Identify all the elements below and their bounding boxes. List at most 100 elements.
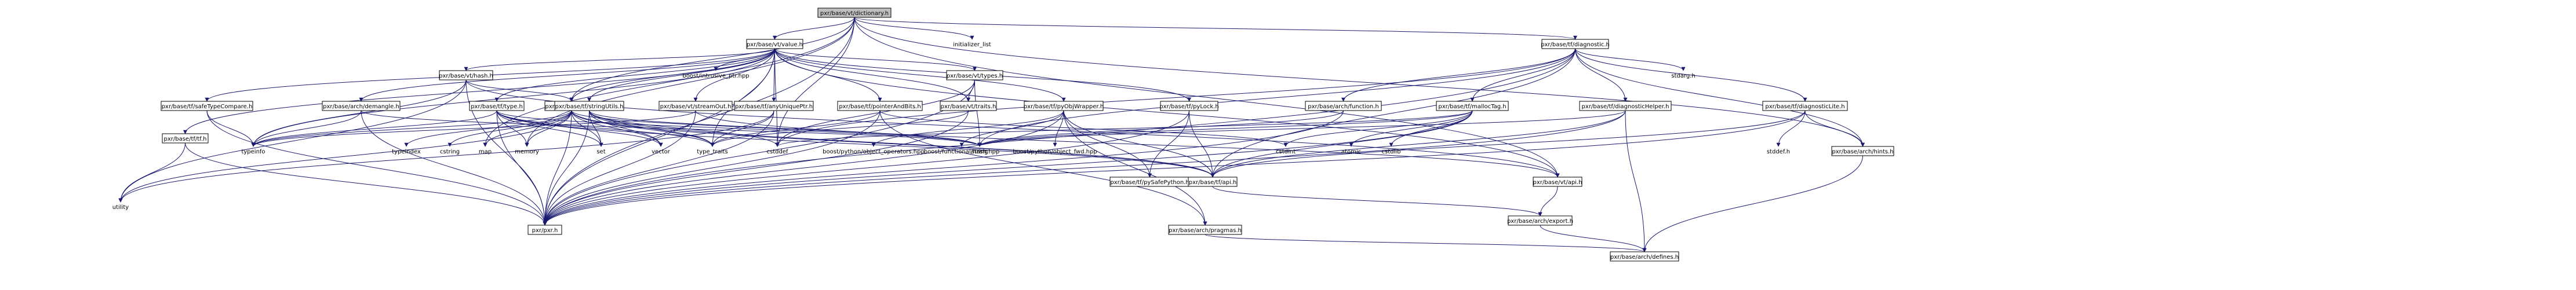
edge-tftype-to-typetraits [496, 110, 715, 147]
node-label-archpragmas: pxr/base/arch/pragmas.h [1169, 227, 1242, 234]
node-tfpysafe[interactable]: pxr/base/tf/pySafePython.h [1109, 177, 1190, 187]
edge-tfdiag-to-tfdiaghelper [1575, 48, 1628, 102]
node-label-tfdiag: pxr/base/tf/diagnostic.h [1541, 42, 1610, 48]
edge-tfstrutils-to-set [589, 110, 603, 147]
edge-vthash-to-utility [118, 79, 467, 203]
node-bpfwd: boost/python/object_fwd.hpp [1013, 149, 1097, 155]
node-box-pxr [527, 225, 562, 235]
node-tfdiaghelper[interactable]: pxr/base/tf/diagnosticHelper.h [1579, 101, 1672, 111]
edge-vtdictionary-to-vtvalue [773, 17, 855, 40]
node-tfstreamout[interactable]: pxr/base/vt/streamOut.h [658, 101, 733, 111]
node-label-vthash: pxr/base/vt/hash.h [439, 73, 493, 79]
edge-tftype-to-pxr [496, 110, 547, 226]
edge-tfptrbits-to-typetraits [710, 110, 881, 147]
node-label-tfstrutils: pxr/base/tf/stringUtils.h [555, 104, 624, 110]
node-label-stdarg: stdarg.h [1671, 73, 1695, 79]
node-tftf[interactable]: pxr/base/tf/tf.h [162, 133, 209, 144]
node-archdemangle[interactable]: pxr/base/arch/demangle.h [322, 101, 401, 111]
node-tfpyobj[interactable]: pxr/base/tf/pyObjWrapper.h [1024, 101, 1104, 111]
node-archhints[interactable]: pxr/base/arch/hints.h [1831, 146, 1894, 156]
node-label-bopops: boost/python/object_operators.hpp [823, 149, 925, 155]
node-tfstrutils[interactable]: pxr/base/tf/stringUtils.h [554, 101, 624, 111]
edge-tfpyobj-to-bopops [871, 110, 1064, 147]
edge-tfhash-to-cstring [447, 110, 572, 147]
node-map: map [479, 149, 492, 155]
edge-tfstrutils-to-string [589, 110, 982, 147]
node-safetype[interactable]: pxr/base/tf/safeTypeCompare.h [161, 101, 253, 111]
edge-tfstreamout-to-typeinfo [251, 110, 696, 147]
node-vtapi[interactable]: pxr/base/vt/api.h [1533, 177, 1582, 187]
edge-tfpyl-to-tfapi [1189, 110, 1215, 178]
edge-vtvalue-to-archdemangle [359, 48, 775, 102]
node-archfunction[interactable]: pxr/base/arch/function.h [1305, 101, 1382, 111]
edge-tfpyl-to-tfpysafe [1148, 110, 1189, 178]
node-archdefines[interactable]: pxr/base/arch/defines.h [1610, 251, 1679, 262]
node-label-atomic: atomic [1341, 149, 1361, 155]
node-tfdiag[interactable]: pxr/base/tf/diagnostic.h [1541, 39, 1610, 49]
edge-tfmalloctag-to-string [977, 110, 1473, 147]
node-label-typeinfo: typeinfo [241, 149, 265, 155]
node-label-archexport: pxr/base/arch/export.h [1507, 218, 1573, 225]
node-box-tfptrbits [837, 101, 923, 111]
edge-tfmalloctag-to-cstdint [1283, 110, 1473, 147]
node-bfhash: boost/functional/hash.hpp [924, 149, 999, 155]
edge-tfptrbits-to-archpragmas [879, 110, 1207, 226]
edge-tftf-to-pxr [185, 142, 547, 226]
node-box-tfpyl [1160, 101, 1218, 111]
edge-tfhash-to-typeindex [404, 110, 572, 147]
edge-tfdiaghelper-to-string [977, 110, 1626, 147]
node-box-vthash [439, 70, 493, 80]
node-set: set [596, 149, 605, 155]
node-utility: utility [112, 204, 129, 211]
node-box-archpragmas [1168, 225, 1242, 235]
edge-vtdictionary-to-archhints [854, 17, 1865, 147]
edge-tfdiaglite-to-tfapi [1210, 110, 1806, 178]
node-tfpyl[interactable]: pxr/base/tf/pyLock.h [1159, 101, 1219, 111]
edge-tfanyunique-to-utility [118, 110, 774, 203]
node-vthash[interactable]: pxr/base/vt/hash.h [439, 70, 493, 80]
edge-vttypes-to-string [974, 79, 982, 147]
node-cstring: cstring [440, 149, 460, 155]
node-vtdictionary[interactable]: pxr/base/vt/dictionary.h [817, 8, 892, 18]
edge-tftype-to-memory [496, 110, 529, 147]
node-archexport[interactable]: pxr/base/arch/export.h [1507, 215, 1573, 226]
edge-tfptrbits-to-cstdint [879, 110, 1288, 147]
edge-archhints-to-archdefines [1642, 155, 1863, 252]
edge-archfunction-to-string [977, 110, 1344, 147]
edge-archpragmas-to-archdefines [1205, 234, 1647, 252]
edge-tfhash-to-typeinfo [251, 110, 572, 147]
node-tfanyunique[interactable]: pxr/base/tf/anyUniquePtr.h [734, 101, 814, 111]
node-vtvalue[interactable]: pxr/base/vt/value.h [746, 39, 803, 49]
node-label-stddef: stddef.h [1767, 149, 1790, 155]
edge-tfpyobj-to-tfpysafe [1063, 110, 1152, 178]
node-pxr[interactable]: pxr/pxr.h [527, 225, 562, 235]
node-initlist: initializer_list [953, 42, 991, 48]
node-box-archdemangle [322, 101, 401, 111]
node-box-vttraits [940, 101, 997, 111]
node-label-pxr: pxr/pxr.h [532, 227, 558, 234]
edge-vtvalue-to-typeinfo [251, 48, 775, 147]
node-tfptrbits[interactable]: pxr/base/tf/pointerAndBits.h [837, 101, 923, 111]
edge-tftype-to-typeinfo [251, 110, 497, 147]
node-typetraits: type_traits [697, 149, 727, 155]
edge-vttypes-to-cstddef [775, 79, 975, 147]
edge-tfstrutils-to-pxr [543, 110, 590, 226]
node-tftype[interactable]: pxr/base/tf/type.h [469, 101, 525, 111]
edge-tfpyobj-to-bpfwd [1053, 110, 1064, 147]
node-tfdiaglite[interactable]: pxr/base/tf/diagnosticLite.h [1762, 101, 1848, 111]
edge-tfdiag-to-archhints [1575, 48, 1865, 147]
node-tfmalloctag[interactable]: pxr/base/tf/mallocTag.h [1436, 101, 1509, 111]
node-label-tftype: pxr/base/tf/type.h [471, 104, 523, 110]
edge-tfhash-to-typetraits [571, 110, 715, 147]
edge-vtvalue-to-tfstreamout [693, 48, 775, 102]
edge-vtvalue-to-tfstrutils [587, 48, 775, 102]
edge-tfdiag-to-stdarg [1575, 48, 1686, 71]
node-label-cstring: cstring [440, 149, 460, 155]
node-tfapi[interactable]: pxr/base/tf/api.h [1188, 177, 1238, 187]
edge-tfstreamout-to-vtapi [695, 110, 1560, 178]
node-vttraits[interactable]: pxr/base/vt/traits.h [940, 101, 997, 111]
node-label-cstddef: cstddef [767, 149, 788, 155]
node-archpragmas[interactable]: pxr/base/arch/pragmas.h [1168, 225, 1242, 235]
dependency-edges [118, 17, 1865, 252]
node-vttypes[interactable]: pxr/base/vt/types.h [946, 70, 1003, 80]
